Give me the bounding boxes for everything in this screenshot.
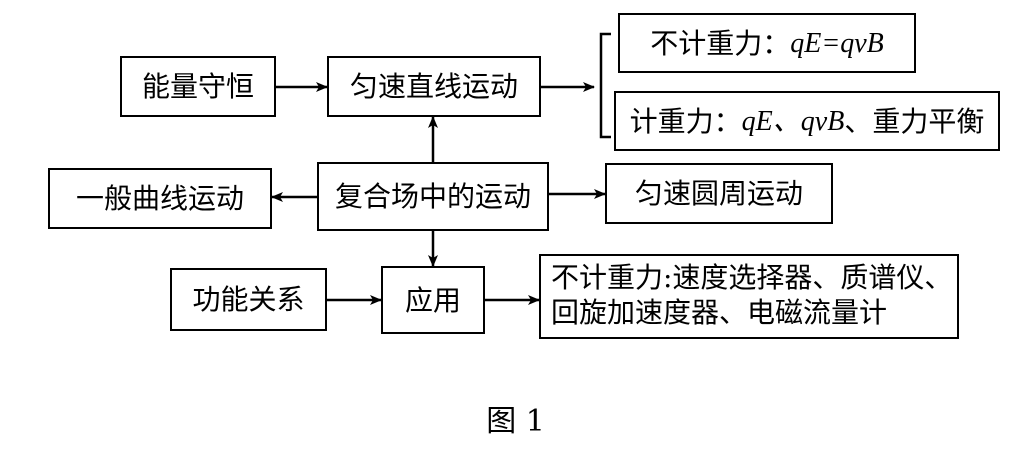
application-label: 应用 — [404, 283, 461, 317]
composite-field-motion-box: 复合场中的运动 — [317, 162, 549, 231]
cases-bracket — [599, 32, 611, 139]
uniform-linear-motion-box: 匀速直线运动 — [327, 56, 541, 117]
uniform-circular-motion-box: 匀速圆周运动 — [605, 163, 833, 224]
application-examples-line-2: 回旋加速度器、电磁流量计 — [551, 296, 888, 329]
gravity-case-prefix: 计重力： — [629, 104, 742, 138]
general-curve-motion-label: 一般曲线运动 — [75, 182, 244, 215]
uniform-linear-motion-label: 匀速直线运动 — [349, 70, 518, 103]
work-energy-relation-box: 功能关系 — [170, 268, 327, 331]
gravity-case-suffix: 、重力平衡 — [844, 104, 985, 138]
uniform-circular-motion-label: 匀速圆周运动 — [634, 177, 803, 210]
no-gravity-case-box: 不计重力：qE=qvB — [618, 13, 916, 73]
application-box: 应用 — [381, 266, 485, 334]
composite-field-motion-label: 复合场中的运动 — [334, 180, 531, 213]
gravity-case-formula: qE、qvB — [741, 105, 845, 137]
figure-caption: 图 1 — [486, 404, 545, 439]
energy-conservation-label: 能量守恒 — [141, 70, 254, 103]
general-curve-motion-box: 一般曲线运动 — [48, 168, 272, 229]
energy-conservation-box: 能量守恒 — [120, 56, 276, 117]
no-gravity-case-formula: qE=qvB — [790, 27, 884, 59]
gravity-case-box: 计重力：qE、qvB、重力平衡 — [614, 91, 1000, 151]
no-gravity-case-prefix: 不计重力： — [650, 26, 791, 60]
application-examples-box: 不计重力:速度选择器、质谱仪、 回旋加速度器、电磁流量计 — [539, 254, 959, 339]
work-energy-relation-label: 功能关系 — [192, 283, 305, 316]
application-examples-line-1: 不计重力:速度选择器、质谱仪、 — [551, 261, 953, 294]
